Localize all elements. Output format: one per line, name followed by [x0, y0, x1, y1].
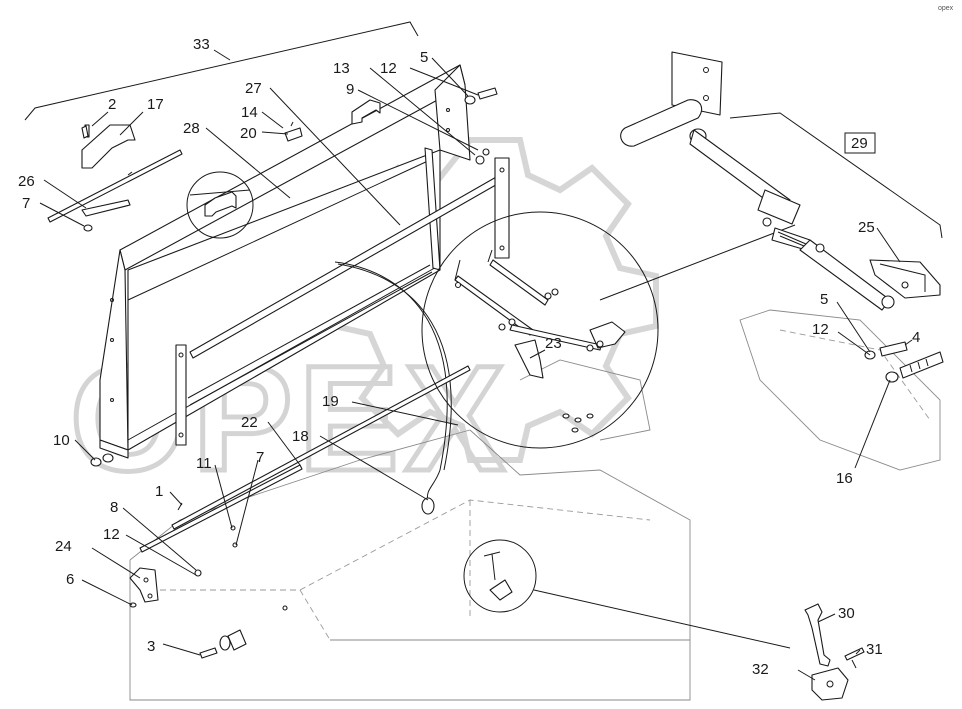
leader-33: [24, 21, 419, 121]
callout-14: 14: [241, 104, 258, 121]
callout-33: 33: [193, 36, 210, 53]
detail-circle-linkage: [421, 211, 659, 449]
callout-16: 16: [836, 470, 853, 487]
callout-8: 8: [110, 499, 118, 516]
leader-lines: [39, 49, 913, 681]
screen-frame: [99, 64, 510, 459]
callout-18: 18: [292, 428, 309, 445]
bolts-top-right: [464, 87, 498, 165]
bracket-item-25: [869, 259, 941, 299]
leader-29: [729, 112, 943, 239]
callout-5-top: 5: [420, 49, 428, 66]
callout-29: 29: [851, 135, 868, 152]
fasteners-right: [864, 341, 944, 383]
callout-1: 1: [155, 483, 163, 500]
pin-item-2: [81, 125, 89, 139]
callout-4: 4: [912, 329, 920, 346]
washers-item-10: [90, 453, 114, 467]
bracket-item-26: [47, 149, 183, 232]
callout-29-box: [844, 132, 876, 154]
callout-19: 19: [322, 393, 339, 410]
corner-mark: opex: [938, 5, 954, 12]
latch-items-30-32: [804, 603, 865, 701]
callout-23: 23: [545, 335, 562, 352]
rods-items-18-22: [139, 365, 471, 553]
cable-item-19: [334, 261, 452, 515]
callout-7-left: 7: [22, 195, 30, 212]
callout-20: 20: [240, 125, 257, 142]
handle-item-17: [81, 124, 136, 169]
detail-circle-latch: [463, 539, 791, 649]
callout-17: 17: [147, 96, 164, 113]
callout-27: 27: [245, 80, 262, 97]
callout-28: 28: [183, 120, 200, 137]
detail-circle-handle: [186, 171, 254, 239]
clip-item-20: [284, 121, 303, 142]
callout-26: 26: [18, 173, 35, 190]
callout-12-right: 12: [812, 321, 829, 338]
leader-linkage: [599, 224, 796, 301]
callout-3: 3: [147, 638, 155, 655]
callout-24: 24: [55, 538, 72, 555]
callout-31: 31: [866, 641, 883, 658]
callout-22: 22: [241, 414, 258, 431]
callout-5-right: 5: [820, 291, 828, 308]
lower-left-parts: [129, 502, 288, 659]
callout-9: 9: [346, 81, 354, 98]
callout-12-top: 12: [380, 60, 397, 77]
callout-32: 32: [752, 661, 769, 678]
callout-11: 11: [196, 455, 212, 472]
callout-25: 25: [858, 219, 875, 236]
callout-6: 6: [66, 571, 74, 588]
callout-12-bottom-left: 12: [103, 526, 120, 543]
callout-2: 2: [108, 96, 116, 113]
callout-13: 13: [333, 60, 350, 77]
callout-7-bottom: 7: [256, 449, 264, 466]
callout-labels: 33 2 17 28 14 20 27 13 12 5 9 26 7 10 19…: [18, 36, 920, 678]
callout-10: 10: [53, 432, 70, 449]
callout-30: 30: [838, 605, 855, 622]
lever-assembly: [620, 51, 895, 311]
